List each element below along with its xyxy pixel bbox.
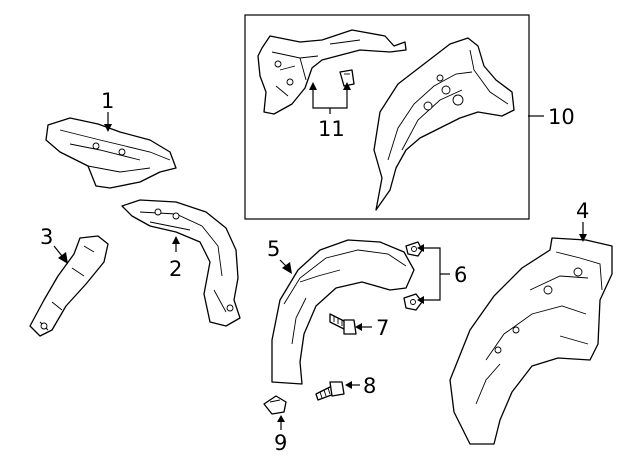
callout-7: 7: [376, 316, 389, 340]
callout-2: 2: [169, 257, 182, 281]
callout-1: 1: [101, 89, 114, 113]
inset-frame: [244, 14, 530, 220]
leader-1: [104, 112, 112, 132]
part-6-nut-upper: [405, 241, 423, 257]
leader-9: [277, 415, 285, 430]
part-5-liner: [271, 239, 415, 385]
part-8-bolt: [315, 381, 345, 401]
leader-7: [355, 323, 372, 331]
part-1-rail: [45, 117, 177, 189]
callout-6: 6: [454, 263, 467, 287]
callout-10: 10: [548, 105, 575, 129]
part-10-wheelhouse: [373, 37, 515, 211]
callout-9: 9: [274, 431, 287, 455]
leader-11: [309, 82, 351, 114]
callout-3: 3: [40, 225, 53, 249]
part-6-nut-lower: [403, 293, 423, 311]
part-11-clip: [339, 69, 355, 87]
leader-8: [345, 381, 360, 389]
part-2-panel: [121, 199, 241, 327]
callout-4: 4: [576, 199, 589, 223]
callout-5: 5: [267, 237, 280, 261]
leader-2: [172, 236, 180, 252]
leader-3: [53, 245, 68, 264]
leader-6: [417, 244, 450, 304]
callout-11: 11: [318, 117, 345, 141]
leader-4: [579, 222, 587, 242]
part-7-bolt: [329, 313, 357, 335]
callout-8: 8: [363, 374, 376, 398]
part-4-quarter-inner: [449, 237, 613, 445]
part-9-clip: [263, 395, 287, 415]
leader-5: [279, 259, 292, 274]
part-11-bracket: [257, 29, 407, 115]
part-3-bracket: [29, 235, 109, 337]
